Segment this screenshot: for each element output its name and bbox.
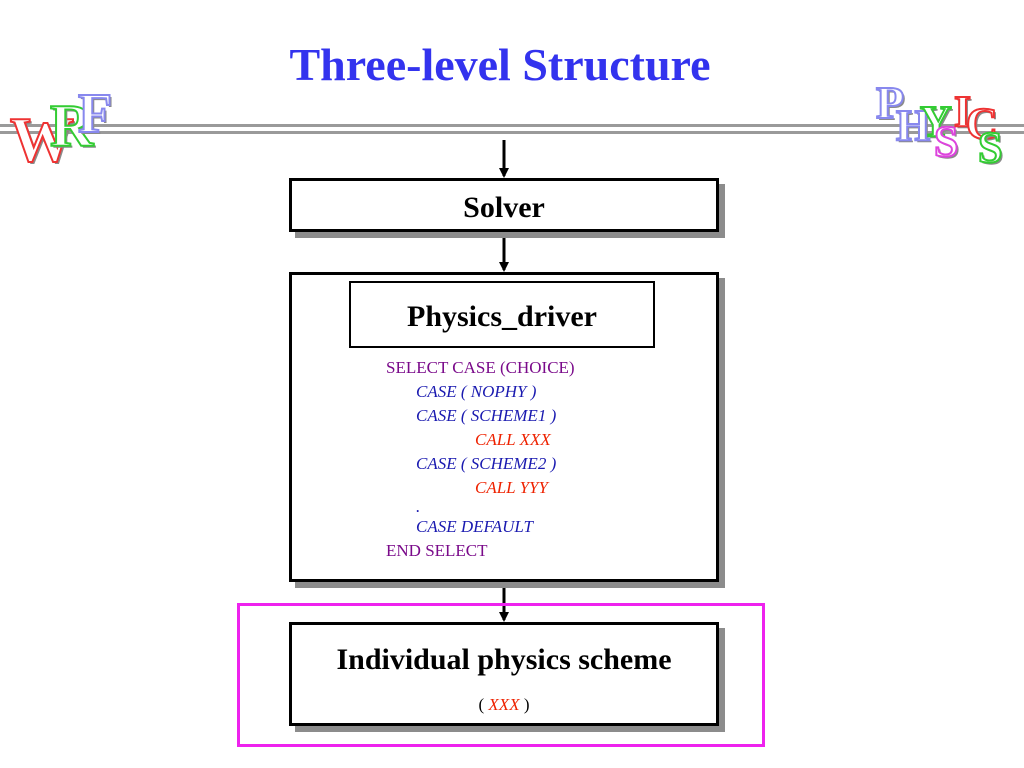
code-select-case: SELECT CASE (CHOICE) <box>386 358 575 377</box>
wrf-logo: W R F <box>0 0 140 180</box>
paren-open: ( <box>478 695 485 714</box>
physics-logo: P H Y S I C S <box>870 78 1020 178</box>
logo-letter-f: F <box>77 83 113 145</box>
code-call-yyy: CALL YYY <box>475 478 548 497</box>
solver-box: Solver <box>289 178 719 232</box>
logo-letter-c: C <box>965 99 999 148</box>
physics-driver-label-box: Physics_driver <box>349 281 655 348</box>
logo-letter-h: H <box>895 101 931 150</box>
logo-letter-p: P <box>875 77 905 128</box>
code-case-nophy: CASE ( NOPHY ) <box>416 382 537 401</box>
code-dot: . <box>416 497 421 516</box>
logo-letter-s1: S <box>933 117 960 166</box>
paren-close: ) <box>523 695 530 714</box>
individual-scheme-label: Individual physics scheme <box>336 643 672 676</box>
logo-letter-y: Y <box>919 97 953 146</box>
logo-letter-i: I <box>953 87 972 136</box>
code-case-scheme1: CASE ( SCHEME1 ) <box>416 406 557 425</box>
logo-letter-r: R <box>49 93 94 159</box>
code-end-select: END SELECT <box>386 541 488 560</box>
code-call-xxx: CALL XXX <box>475 430 551 449</box>
physics-driver-label: Physics_driver <box>407 300 597 333</box>
header-rule-top <box>0 124 1024 127</box>
logo-letter-s2: S <box>977 123 1004 172</box>
highlight-frame <box>237 603 765 747</box>
scheme-name-xxx: XXX <box>488 695 520 714</box>
code-case-default: CASE DEFAULT <box>416 517 533 536</box>
individual-scheme-box: Individual physics scheme ( XXX ) <box>289 622 719 726</box>
header-rule-bottom <box>0 131 1024 134</box>
logo-letter-w: W <box>9 104 75 175</box>
solver-label: Solver <box>463 191 545 224</box>
slide-title: Three-level Structure <box>289 39 711 90</box>
code-case-scheme2: CASE ( SCHEME2 ) <box>416 454 557 473</box>
individual-scheme-name: ( XXX ) <box>292 695 716 715</box>
